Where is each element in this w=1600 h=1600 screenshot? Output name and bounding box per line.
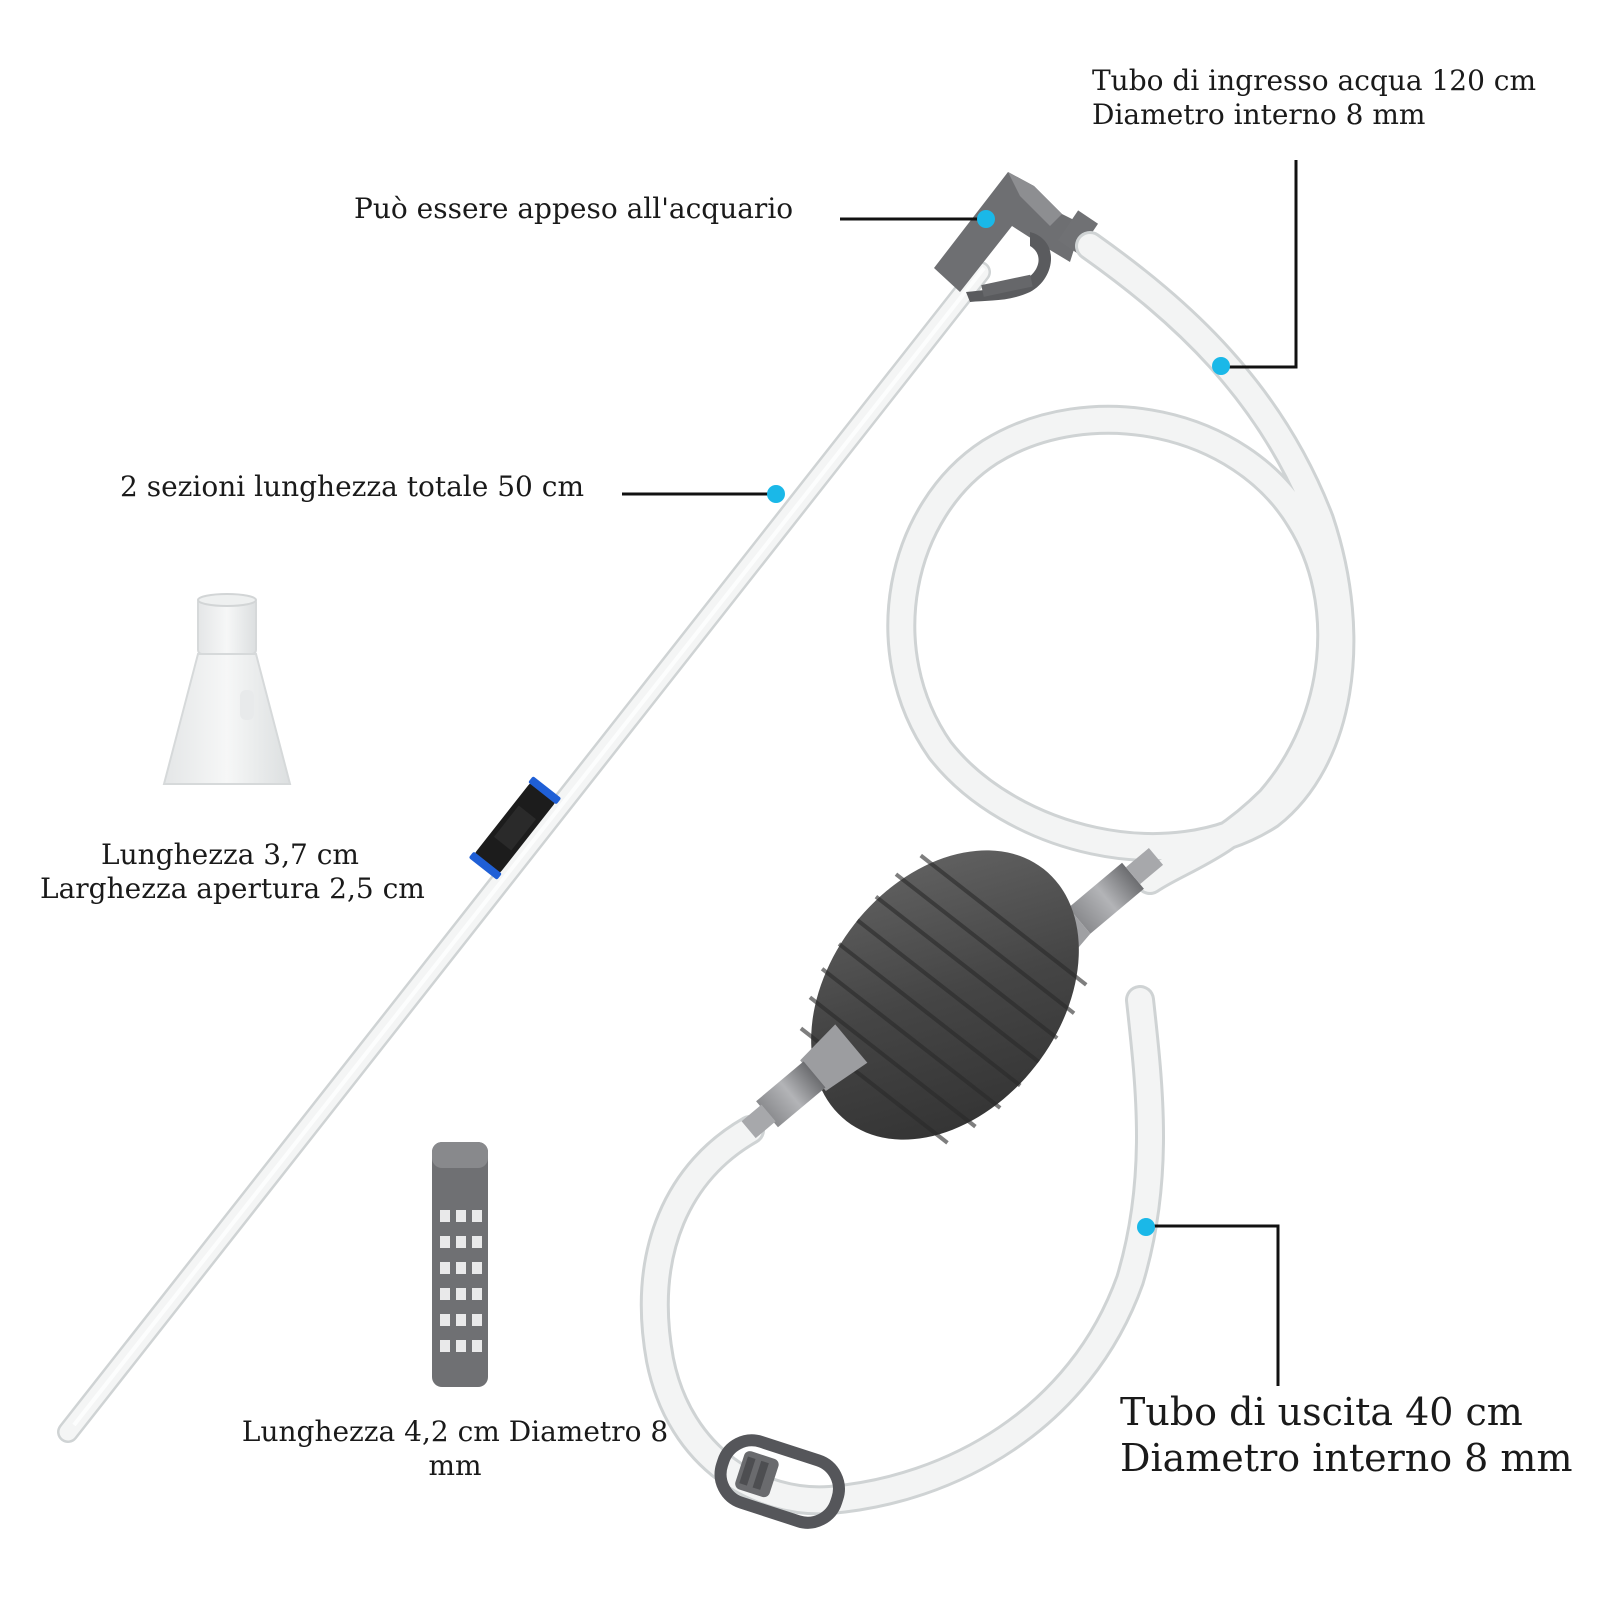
tube-connector xyxy=(469,776,561,880)
callout-dot-hanger xyxy=(977,210,995,228)
nozzle-accessory xyxy=(162,593,292,785)
leader-line-outlet xyxy=(1146,1224,1280,1386)
callout-dot-inlet xyxy=(1212,357,1230,375)
filter-accessory xyxy=(432,1142,488,1387)
pump-bulb xyxy=(741,848,1164,1145)
label-nozzle-line2: Larghezza apertura 2,5 cm xyxy=(40,871,425,905)
outlet-tube xyxy=(639,985,1165,1516)
label-nozzle-line1: Lunghezza 3,7 cm xyxy=(101,838,359,871)
callout-dots xyxy=(767,210,1230,1236)
callout-dot-outlet xyxy=(1137,1218,1155,1236)
label-outlet-tube-line2: Diametro interno 8 mm xyxy=(1120,1435,1573,1480)
leader-lines xyxy=(622,160,1298,1386)
label-inlet-tube-line1: Tubo di ingresso acqua 120 cm xyxy=(1092,64,1537,97)
label-outlet-tube: Tubo di uscita 40 cm Diametro interno 8 … xyxy=(1120,1390,1573,1481)
hose-clip xyxy=(714,1434,845,1529)
label-hanger: Può essere appeso all'acquario xyxy=(354,192,794,225)
label-outlet-tube-line1: Tubo di uscita 40 cm xyxy=(1120,1390,1523,1434)
label-sections: 2 sezioni lunghezza totale 50 cm xyxy=(120,470,584,503)
label-filter-line1: Lunghezza 4,2 cm Diametro 8 xyxy=(241,1415,669,1448)
inlet-tube xyxy=(886,231,1356,895)
label-inlet-tube-line2: Diametro interno 8 mm xyxy=(1092,97,1426,131)
rigid-tube xyxy=(57,261,991,1443)
callout-dot-sections xyxy=(767,485,785,503)
leader-line-inlet xyxy=(1224,160,1298,369)
label-filter: Lunghezza 4,2 cm Diametro 8 mm xyxy=(235,1415,675,1482)
label-inlet-tube: Tubo di ingresso acqua 120 cm Diametro i… xyxy=(1092,64,1536,131)
elbow-hanger xyxy=(934,172,1099,302)
label-nozzle: Lunghezza 3,7 cm Larghezza apertura 2,5 … xyxy=(40,838,425,905)
label-filter-line2: mm xyxy=(428,1448,482,1482)
